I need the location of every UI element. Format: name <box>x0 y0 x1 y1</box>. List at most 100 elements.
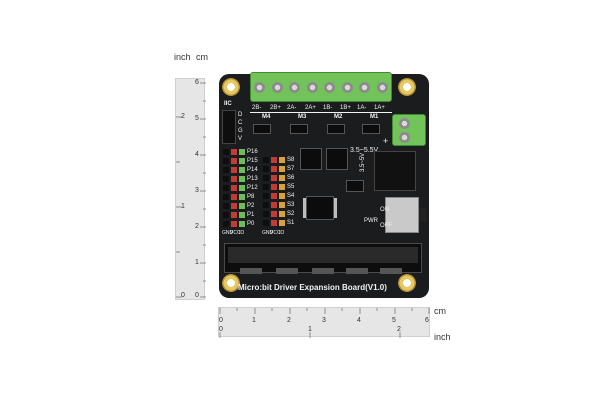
io-pin-label: P2 <box>247 203 255 209</box>
io-pin <box>239 203 245 209</box>
io-pin-label: P14 <box>247 167 258 173</box>
io-pin <box>239 167 245 173</box>
servo-pin-label: S6 <box>287 175 295 181</box>
ruler-horizontal-inch-tick: 0 <box>219 326 223 333</box>
io-pin-label: P15 <box>247 158 258 164</box>
io-pin <box>223 221 229 227</box>
regulator-ic <box>346 180 364 192</box>
motor-pin-label: 1B+ <box>340 105 351 111</box>
ruler-vertical-cm-tick: 3 <box>195 187 199 194</box>
voltage-label-vertical: 3.5~5V <box>360 152 366 172</box>
servo-pin <box>263 184 269 190</box>
motor-pin-label: 1A- <box>357 105 367 111</box>
dc-power-jack <box>374 151 416 191</box>
io-pin <box>239 185 245 191</box>
terminal-screw <box>324 81 336 93</box>
edge-pad-marker <box>312 268 334 274</box>
servo-pin <box>271 157 277 163</box>
io-pin <box>231 194 237 200</box>
servo-pin <box>279 175 285 181</box>
ruler-horizontal-ticks <box>219 308 430 338</box>
ruler-horizontal-cm-tick: 4 <box>357 317 361 324</box>
io-pin <box>223 149 229 155</box>
servo-pin-label: S5 <box>287 184 295 190</box>
ruler-horizontal-cm-tick: 3 <box>322 317 326 324</box>
mounting-hole-bottom-left <box>222 274 240 292</box>
servo-pin-label: S7 <box>287 166 295 172</box>
servo-pin <box>263 202 269 208</box>
ruler-vertical-cm-tick: 6 <box>195 79 199 86</box>
edge-connector-slot <box>228 247 418 263</box>
io-pin <box>223 158 229 164</box>
ic-pins <box>334 198 337 218</box>
io-pin <box>239 212 245 218</box>
servo-pin <box>271 184 277 190</box>
voltage-label: 3.5~5.5V <box>350 147 379 154</box>
ruler-vertical <box>175 78 206 300</box>
terminal-screw <box>359 81 371 93</box>
driver-ic <box>300 148 322 170</box>
power-switch-knob <box>419 208 427 222</box>
mounting-hole-top-right <box>398 78 416 96</box>
io-column-label: VCC <box>230 230 241 236</box>
io-pin <box>239 194 245 200</box>
ruler-vertical-cm-tick: 5 <box>195 115 199 122</box>
servo-header-io-column <box>279 157 285 226</box>
io-column-label: IO <box>239 230 245 236</box>
ruler-horizontal <box>218 307 430 338</box>
servo-pin <box>263 166 269 172</box>
motor-terminal-block <box>250 72 392 102</box>
io-pin <box>231 185 237 191</box>
io-pin <box>223 212 229 218</box>
driver-ic <box>326 148 348 170</box>
servo-pin <box>279 202 285 208</box>
motor-label: M4 <box>262 114 271 120</box>
servo-pin <box>279 220 285 226</box>
terminal-screw <box>254 81 266 93</box>
ruler-vertical-cm-tick: 1 <box>195 259 199 266</box>
ruler-vertical-cm-unit: cm <box>196 52 208 62</box>
io-pin-label: P16 <box>247 149 258 155</box>
servo-pin <box>263 220 269 226</box>
terminal-screw <box>376 81 388 93</box>
servo-pin <box>271 166 277 172</box>
ruler-vertical-cm-tick: 2 <box>195 223 199 230</box>
io-header-vcc-column <box>231 149 237 227</box>
io-pin <box>231 212 237 218</box>
io-pin <box>239 158 245 164</box>
terminal-screw <box>399 118 410 129</box>
ruler-horizontal-cm-tick: 1 <box>252 317 256 324</box>
servo-pin <box>279 166 285 172</box>
servo-pin-label: S8 <box>287 157 295 163</box>
ruler-horizontal-inch-tick: 1 <box>308 326 312 333</box>
io-pin-label: P13 <box>247 176 258 182</box>
pwm-controller-ic <box>306 196 334 220</box>
servo-pin <box>271 211 277 217</box>
ruler-horizontal-cm-tick: 2 <box>287 317 291 324</box>
io-pin <box>231 203 237 209</box>
ruler-horizontal-cm-tick: 5 <box>392 317 396 324</box>
ruler-vertical-cm-tick: 0 <box>195 292 199 299</box>
io-pin <box>231 158 237 164</box>
motor-pin-label: 1B- <box>323 105 333 111</box>
io-pin <box>223 203 229 209</box>
motor-pin-label: 2A+ <box>305 105 316 111</box>
edge-pad-marker <box>346 268 368 274</box>
mounting-hole-top-left <box>222 78 240 96</box>
motor-driver-chip <box>253 124 271 134</box>
terminal-screw <box>289 81 301 93</box>
servo-header-gnd-column <box>263 157 269 226</box>
io-pin-label: P0 <box>247 221 255 227</box>
servo-column-label: VCC <box>270 230 281 236</box>
edge-pad-marker <box>240 268 262 274</box>
io-pin <box>231 221 237 227</box>
ruler-vertical-ticks <box>176 82 206 298</box>
servo-pin <box>263 211 269 217</box>
ruler-vertical-inch-tick: 2 <box>181 113 185 120</box>
io-header-gnd-column <box>223 149 229 227</box>
io-header-io-column <box>239 149 245 227</box>
servo-pin <box>263 193 269 199</box>
power-terminal-block <box>392 114 426 146</box>
io-pin <box>223 167 229 173</box>
board-title: Micro:bit Driver Expansion Board(V1.0) <box>238 283 387 292</box>
